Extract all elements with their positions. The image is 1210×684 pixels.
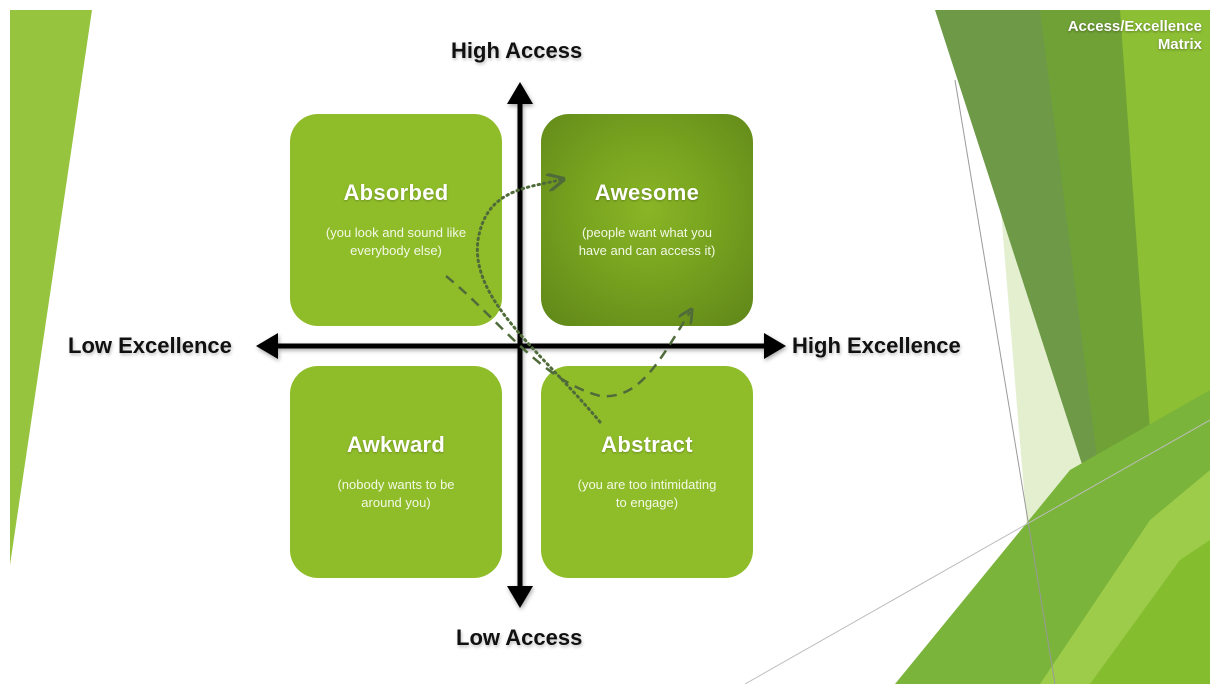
- axis-label-low-excellence: Low Excellence: [68, 333, 232, 358]
- deco-thin-line-1: [954, 79, 1056, 684]
- slide-title-line-1: Access/Excellence: [1067, 18, 1202, 35]
- quadrant-absorbed: Absorbed (you look and sound like everyb…: [290, 114, 502, 326]
- right-bottom-bright: [1090, 540, 1210, 684]
- quadrant-title: Awesome: [594, 180, 700, 205]
- quadrant-description-line: to engage): [615, 495, 679, 510]
- slide-title: Access/Excellence Matrix: [1068, 18, 1202, 54]
- quadrant-title: Absorbed: [343, 180, 449, 205]
- slide-title-line-2: Matrix: [1157, 36, 1202, 53]
- quadrant-awesome: Awesome (people want what you have and c…: [541, 114, 753, 326]
- quadrant-description: (nobody wants to be around you): [304, 476, 488, 512]
- axis-label-low-access: Low Access: [456, 625, 583, 650]
- quadrant-description-line: (you look and sound like: [325, 225, 467, 240]
- left-green-wedge: [10, 10, 92, 565]
- quadrant-description-line: everybody else): [350, 243, 442, 258]
- quadrant-description-line: around you): [361, 495, 431, 510]
- quadrant-description: (people want what you have and can acces…: [555, 224, 739, 260]
- quadrant-description-line: (nobody wants to be: [337, 477, 455, 492]
- quadrant-description-line: have and can access it): [578, 243, 716, 258]
- quadrant-description-line: (people want what you: [581, 225, 713, 240]
- axis-label-high-excellence: High Excellence: [792, 333, 961, 358]
- axis-label-high-access: High Access: [451, 38, 583, 63]
- quadrant-title: Abstract: [601, 432, 693, 457]
- quadrant-abstract: Abstract (you are too intimidating to en…: [541, 366, 753, 578]
- quadrant-awkward: Awkward (nobody wants to be around you): [290, 366, 502, 578]
- quadrant-description: (you are too intimidating to engage): [555, 476, 739, 512]
- deco-thin-line-2: [744, 419, 1210, 684]
- quadrant-description-line: (you are too intimidating: [577, 477, 717, 492]
- quadrant-description: (you look and sound like everybody else): [304, 224, 488, 260]
- quadrant-title: Awkward: [346, 432, 446, 457]
